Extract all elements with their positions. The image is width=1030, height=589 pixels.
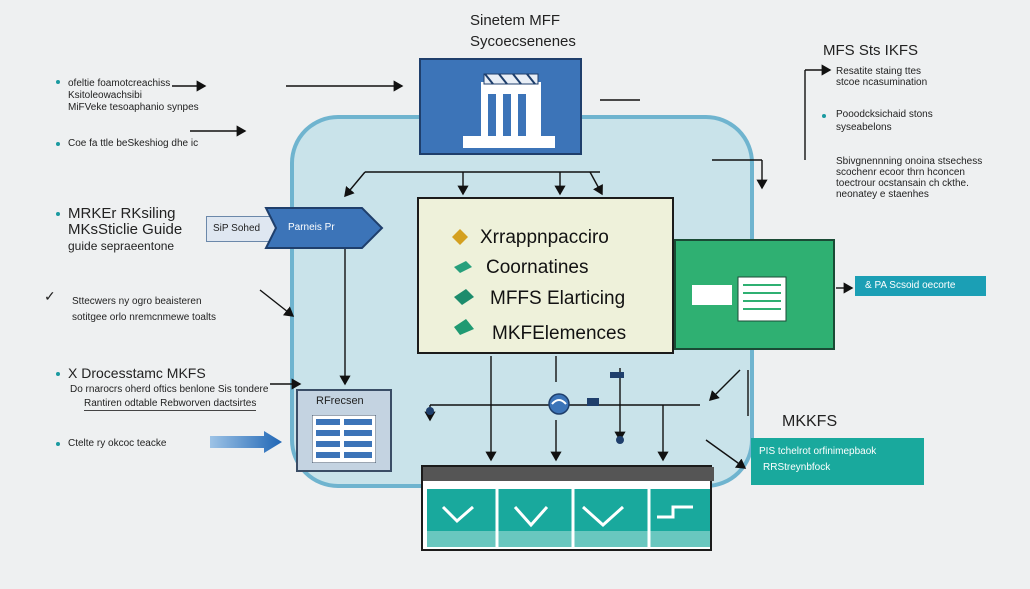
right-line: Resatite staing ttes [836, 66, 922, 77]
bullet-dot [56, 212, 60, 216]
left-heading: MKsSticlie Guide [68, 221, 183, 238]
connector-node-icon [426, 372, 624, 444]
right-line: stcoe ncasumination [836, 77, 928, 88]
center-item-label: Coornatines [486, 257, 589, 278]
left-heading-sub: guide sepraeentone [68, 239, 175, 253]
table-icon [312, 415, 376, 463]
arrow-tag-inner: Parneis Pr [288, 222, 335, 233]
system-box [419, 58, 582, 155]
mkkfs-line: RRStreynbfock [763, 462, 831, 473]
document-icon [692, 276, 787, 322]
mkkfs-title: MKKFS [782, 413, 838, 430]
diamond-icon [454, 261, 472, 273]
header-title-line1: Sinetem MFF [470, 12, 561, 29]
left-note: Ksitoleowachsibi [68, 90, 142, 101]
left-note: Sttecwers ny ogro beaisteren [72, 296, 202, 307]
right-title: MFS Sts IKFS [823, 42, 919, 59]
diamond-icon [452, 229, 468, 245]
left-note: Ctelte ry okcoc teacke [68, 438, 167, 449]
left-note: MiFVeke tesoaphanio synpes [68, 102, 199, 113]
center-item-label: MFFS Elarticing [490, 288, 626, 309]
right-line: syseabelons [836, 122, 892, 133]
bullet-dot [56, 142, 60, 146]
right-line: toectrour ocstansain ch ckthe. [836, 178, 969, 189]
left-note: sotitgee orlo nremcnmewe toalts [72, 312, 216, 323]
right-line: Pooodcksichaid stons [836, 109, 933, 120]
arrow-tag-label: SiP Sohed [213, 223, 261, 234]
center-item-label: MKFElemences [492, 323, 627, 344]
process-heading: X Drocesstamc MKFS [68, 365, 206, 381]
bullet-dot [56, 372, 60, 376]
left-note: Do rnarocrs oherd oftics benlone Sis ton… [70, 384, 269, 395]
bullet-dot [822, 114, 826, 118]
bullet-dot [56, 442, 60, 446]
left-note: ofeltie foamotcreachiss [68, 78, 171, 89]
header-title-line2: Sycoecsenenes [470, 33, 576, 50]
center-item-label: Xrrappnpacciro [480, 227, 609, 248]
left-note: Rantiren odtable Rebworven dactsirtes [84, 398, 257, 411]
side-bar-label-box: & PA Scsoid oecorte [855, 276, 986, 296]
arrow-right-icon [210, 431, 282, 453]
left-note: Coe fa ttle beSkeshiog dhe ic [68, 138, 199, 149]
diamond-icon [454, 289, 474, 305]
rframe-box: RFrecsen [296, 389, 392, 472]
bottom-panel-chart [423, 467, 714, 547]
center-list-box [417, 197, 674, 354]
mkkfs-line: PIS tchelrot orfinimepbaok [759, 446, 877, 457]
bullet-dot [56, 80, 60, 84]
diamond-icon [454, 319, 474, 335]
right-line: neonatey e staenhes [836, 189, 929, 200]
right-line: Sbivgnennning onoina stsechess [836, 156, 983, 167]
rframe-title: RFrecsen [316, 395, 364, 407]
green-document-box [674, 239, 835, 350]
check-icon: ✓ [44, 288, 56, 304]
side-bar-label: & PA Scsoid oecorte [865, 280, 956, 291]
item-icons [452, 229, 474, 335]
left-heading: MRKEr RKsiling [68, 205, 176, 222]
building-icon [463, 73, 555, 148]
right-line: scochenr ecoor thrn hconcen [836, 167, 965, 178]
bottom-panel [421, 465, 714, 551]
chevron-arrow-icon [264, 207, 384, 249]
mkkfs-box: PIS tchelrot orfinimepbaok RRStreynbfock [751, 438, 924, 485]
